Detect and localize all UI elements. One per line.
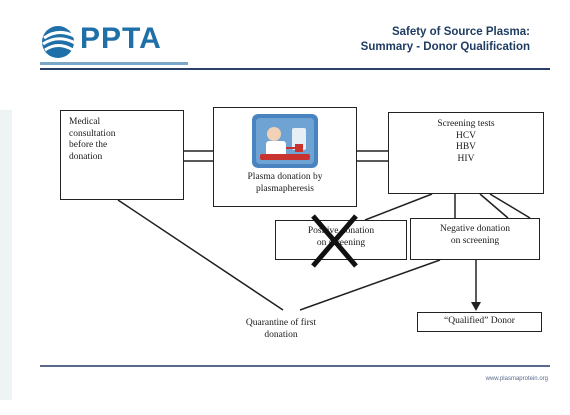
positive-donation-box: Positive donation on screening <box>275 220 407 260</box>
quarantine-label: Quarantine of first donation <box>222 318 340 341</box>
medical-line-4: donation <box>69 151 103 162</box>
quarantine-line-1: Quarantine of first <box>245 318 317 328</box>
connector-screen-negative-b <box>479 193 509 219</box>
plasmapheresis-illustration <box>252 114 318 168</box>
positive-line-1: Positive donation <box>307 226 375 236</box>
header-rule <box>40 68 550 70</box>
left-side-band <box>0 110 12 400</box>
screening-line-3: HBV <box>455 142 477 152</box>
plasma-line-1: Plasma donation by <box>247 172 323 182</box>
title-line-2: Summary - Donor Qualification <box>360 41 530 53</box>
ppta-globe-icon <box>42 26 76 58</box>
plasma-donation-label: Plasma donation by plasmapheresis <box>214 172 356 195</box>
ppta-logo: PPTA <box>40 22 200 62</box>
medical-consultation-box: Medical consultation before the donation <box>60 110 184 200</box>
qualified-label: “Qualified” Donor <box>444 316 515 326</box>
negative-line-1: Negative donation <box>440 224 510 234</box>
connector-negative-quarantine <box>299 259 441 311</box>
footer-rule <box>40 365 550 367</box>
screening-line-1: Screening tests <box>437 119 495 129</box>
plasma-donation-box: Plasma donation by plasmapheresis <box>213 107 357 207</box>
logo-tagline-bar <box>40 62 188 65</box>
plasma-line-2: plasmapheresis <box>255 183 315 194</box>
negative-line-2: on screening <box>450 235 500 246</box>
title-line-1: Safety of Source Plasma: <box>391 26 530 38</box>
logo-wordmark: PPTA <box>80 22 162 55</box>
negative-donation-box: Negative donation on screening <box>410 218 540 260</box>
screening-tests-box: Screening tests HCV HBV HIV <box>388 112 544 194</box>
screening-line-2: HCV <box>455 130 477 141</box>
footer-url: www.plasmaprotein.org <box>485 376 548 382</box>
slide-title: Safety of Source Plasma: Summary - Donor… <box>270 25 530 55</box>
screening-line-4: HIV <box>457 153 475 164</box>
qualified-donor-box: “Qualified” Donor <box>417 312 542 332</box>
positive-line-2: on screening <box>316 237 366 248</box>
medical-line-1: Medical <box>69 117 101 127</box>
medical-line-2: consultation <box>69 128 116 139</box>
quarantine-line-2: donation <box>264 329 298 340</box>
connector-screen-positive <box>364 193 433 221</box>
connector-med-quarantine <box>117 199 284 311</box>
medical-line-3: before the <box>69 140 108 150</box>
arrowhead-qualified <box>471 302 481 311</box>
connector-screen-negative-c <box>489 193 531 219</box>
